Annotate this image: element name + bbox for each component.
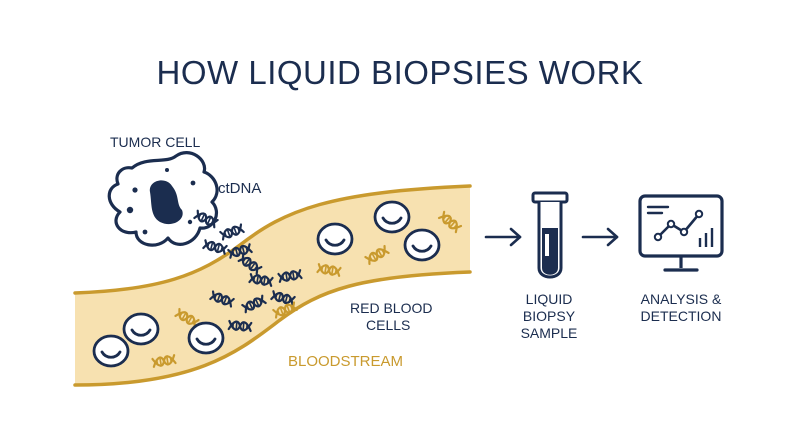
red-blood-cell-icon	[403, 228, 441, 262]
page-title: HOW LIQUID BIOPSIES WORK	[156, 54, 644, 91]
bloodstream-vessel	[73, 184, 472, 387]
tumor-cell-icon	[107, 151, 219, 247]
sample-label-line3: SAMPLE	[520, 325, 578, 341]
tumor-cell-label: TUMOR CELL	[110, 134, 201, 150]
sample-label-line1: LIQUID	[525, 291, 573, 307]
dna-helix-icon	[202, 239, 228, 255]
bloodstream-label: BLOODSTREAM	[288, 353, 404, 370]
red-blood-cell-icon	[122, 312, 160, 346]
red-blood-cell-icon	[187, 321, 225, 355]
red-blood-cell-icon	[92, 334, 130, 368]
liquid-biopsy-sample-label: LIQUID BIOPSY SAMPLE	[504, 291, 594, 342]
test-tube-icon	[531, 191, 569, 279]
red-blood-cells-label-line2: CELLS	[366, 317, 411, 333]
analysis-detection-label: ANALYSIS & DETECTION	[621, 291, 741, 325]
red-blood-cells-label-line1: RED BLOOD	[350, 300, 433, 316]
monitor-chart-icon	[638, 194, 724, 272]
analysis-label-line2: DETECTION	[640, 308, 722, 324]
red-blood-cell-icon	[316, 222, 354, 256]
arrow-right-icon	[484, 227, 522, 247]
arrow-right-icon	[581, 227, 619, 247]
sample-label-line2: BIOPSY	[522, 308, 576, 324]
dna-helix-icon	[219, 223, 245, 241]
red-blood-cell-icon	[373, 200, 411, 234]
ctdna-label: ctDNA	[218, 180, 262, 197]
red-blood-cells-label: RED BLOOD CELLS	[350, 300, 432, 334]
analysis-label-line1: ANALYSIS &	[640, 291, 722, 307]
